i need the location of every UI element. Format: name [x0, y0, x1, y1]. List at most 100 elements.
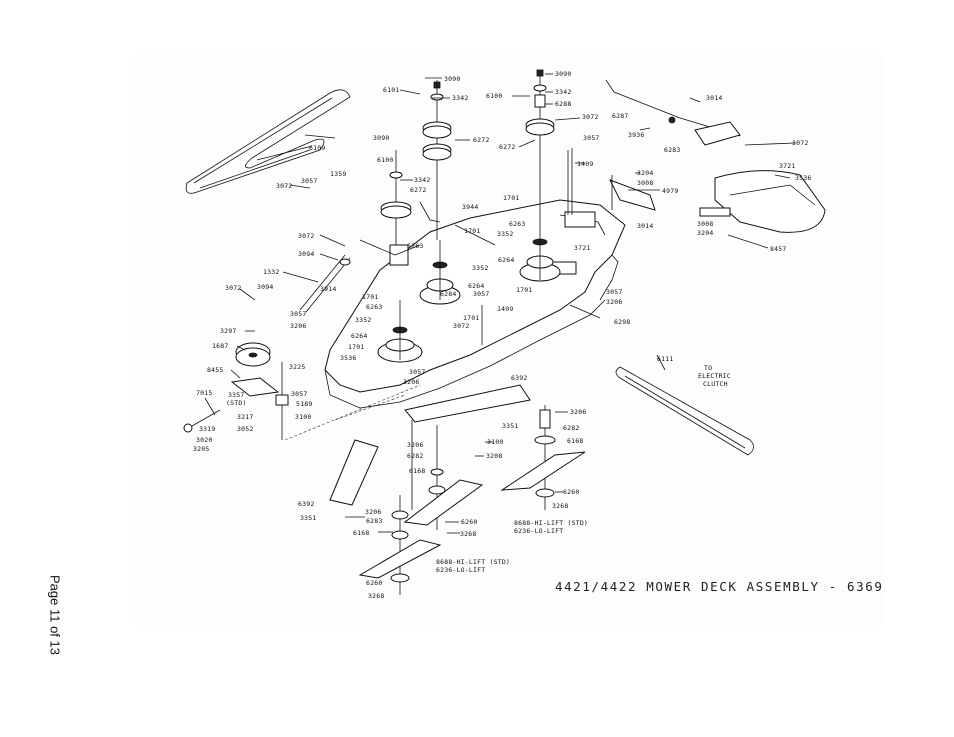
part-label: 6263 — [366, 303, 382, 311]
part-label: 3721 — [779, 162, 795, 170]
part-label: 3721 — [574, 244, 590, 252]
upper-pulley-stack-center — [422, 80, 452, 240]
blade-right — [500, 451, 586, 491]
part-label: 1409 — [497, 305, 513, 313]
part-label: 8457 — [770, 245, 786, 253]
part-label: 3206 — [365, 508, 381, 516]
part-label: 3204 — [637, 169, 653, 177]
part-label: 3057 — [606, 288, 622, 296]
part-label: 3206 — [290, 322, 306, 330]
part-label: 6260 — [461, 518, 477, 526]
part-label: 6287 — [612, 112, 628, 120]
clutch-note-line3: CLUTCH — [703, 380, 728, 388]
part-label: 6284 — [440, 290, 456, 298]
upper-pulley-left — [380, 150, 412, 245]
part-label: 3072 — [298, 232, 314, 240]
part-label: 6272 — [499, 143, 515, 151]
part-label: 3052 — [237, 425, 253, 433]
part-label: 3072 — [225, 284, 241, 292]
part-label: 6100 — [486, 92, 502, 100]
part-label: 6264 — [351, 332, 367, 340]
part-label: 6288 — [555, 100, 571, 108]
part-label: 3351 — [300, 514, 316, 522]
part-label: 3008 — [697, 220, 713, 228]
part-label: 3057 — [473, 290, 489, 298]
rods-1701 — [419, 148, 573, 345]
part-label: 3342 — [452, 94, 468, 102]
pulley-1687 — [235, 342, 271, 367]
part-label: 3072 — [276, 182, 292, 190]
rod-assembly-left — [299, 239, 421, 313]
part-label: 1359 — [330, 170, 346, 178]
part-label: 3352 — [355, 316, 371, 324]
deflector-6392-left — [329, 439, 379, 506]
lower-spindle-right — [534, 405, 556, 510]
part-label: 3268 — [368, 592, 384, 600]
part-label: 3072 — [453, 322, 469, 330]
part-label: 6264 — [498, 256, 514, 264]
part-label: 3268 — [552, 502, 568, 510]
part-label: 1701 — [463, 314, 479, 322]
part-label: 1701 — [362, 293, 378, 301]
blade-note-right-line1: 8688-HI-LIFT (STD) — [514, 519, 588, 527]
part-label: 3206 — [570, 408, 586, 416]
part-label: 3319 — [199, 425, 215, 433]
part-label: 3057 — [290, 310, 306, 318]
part-label: 3204 — [697, 229, 713, 237]
lift-lever-assembly — [605, 79, 826, 233]
spindle-assembly-left — [377, 300, 423, 363]
part-label: 6168 — [567, 437, 583, 445]
part-label: 3217 — [237, 413, 253, 421]
part-label: 1687 — [212, 342, 228, 350]
part-label: 3090 — [444, 75, 460, 83]
part-label: 3014 — [706, 94, 722, 102]
deflector-6392-right — [404, 384, 531, 423]
part-label: 7015 — [196, 389, 212, 397]
part-label: 3206 — [403, 378, 419, 386]
part-label: 3268 — [460, 530, 476, 538]
part-label: 3100 — [487, 438, 503, 446]
part-label: 1332 — [263, 268, 279, 276]
blade-note-left-line1: 8688-HI-LIFT (STD) — [436, 558, 510, 566]
blade-note-right-line2: 6236-LO-LIFT — [514, 527, 563, 535]
part-label: 6100 — [377, 156, 393, 164]
part-label: 3090 — [373, 134, 389, 142]
part-label: 1701 — [516, 286, 532, 294]
part-label: 3020 — [196, 436, 212, 444]
part-label: 3008 — [637, 179, 653, 187]
scanned-sheet — [130, 55, 885, 625]
part-label: 6272 — [410, 186, 426, 194]
part-label: 6264 — [468, 282, 484, 290]
part-label: (STD) — [226, 399, 247, 407]
part-label: 3057 — [409, 368, 425, 376]
clutch-note-line1: TO — [704, 364, 712, 372]
part-label: 6263 — [407, 242, 423, 250]
idler-bracket-8455 — [183, 362, 289, 440]
part-label: 3357 — [228, 391, 244, 399]
part-label: 6283 — [664, 146, 680, 154]
part-label: 6168 — [409, 467, 425, 475]
part-label: 3936 — [628, 131, 644, 139]
blade-center — [403, 479, 484, 526]
part-number-labels: 3090 6101 3342 3090 3342 6100 6288 3072 … — [193, 70, 811, 600]
part-label: 3094 — [298, 250, 314, 258]
spindle-assembly-center — [419, 240, 461, 305]
part-label: 3057 — [583, 134, 599, 142]
part-label: 3342 — [414, 176, 430, 184]
part-label: 6260 — [366, 579, 382, 587]
part-label: 6392 — [511, 374, 527, 382]
blade-note-left-line2: 6236-LO-LIFT — [436, 566, 485, 574]
diagram-title: 4421/4422 MOWER DECK ASSEMBLY - 6369 — [555, 579, 884, 594]
part-label: 3352 — [472, 264, 488, 272]
part-label: 3090 — [555, 70, 571, 78]
drive-belt-6109 — [185, 89, 351, 194]
part-label: 6298 — [614, 318, 630, 326]
part-label: 3206 — [407, 441, 423, 449]
part-label: 3206 — [606, 298, 622, 306]
spindle-assembly-right — [519, 215, 561, 282]
page-number: Page 11 of 13 — [47, 575, 63, 655]
part-label: 3205 — [193, 445, 209, 453]
lower-spindle-left — [390, 495, 410, 595]
part-label: 5189 — [296, 400, 312, 408]
